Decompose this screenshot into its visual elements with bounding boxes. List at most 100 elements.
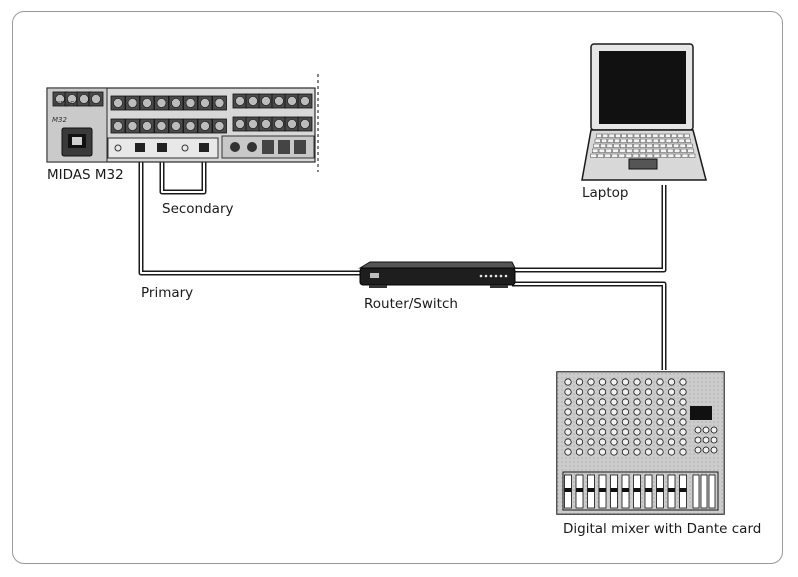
laptop-key (646, 133, 652, 138)
laptop-key (632, 153, 640, 158)
mixer-knob (644, 428, 653, 436)
mixer-knob (598, 428, 607, 436)
mixer-knob (667, 448, 676, 456)
laptop-key (665, 133, 671, 138)
xlr-input-row-top (52, 91, 227, 111)
mixer-knob (644, 388, 653, 396)
mixer-knob (667, 428, 676, 436)
mixer-knob (564, 378, 572, 386)
console-device: MIDAS M32 (46, 74, 319, 172)
router-led (479, 274, 483, 278)
laptop-key (633, 143, 640, 148)
mixer-knob (610, 418, 618, 426)
mixer-knob (598, 438, 607, 446)
laptop-key (607, 138, 614, 143)
console-model-text: M32 (52, 116, 67, 124)
laptop-key (613, 143, 620, 148)
mixer-knob (667, 388, 676, 396)
laptop-key (666, 143, 673, 148)
laptop-key (671, 133, 678, 138)
laptop-key (652, 138, 659, 143)
mixer-knob (587, 398, 595, 406)
mixer-knob (656, 378, 664, 386)
mixer-knob (679, 438, 687, 446)
laptop-key (592, 148, 599, 153)
laptop-key (667, 148, 674, 153)
label-mixer: Digital mixer with Dante card (563, 521, 762, 537)
mixer-master-fader (700, 474, 708, 509)
mixer-master-knob (694, 436, 702, 444)
laptop-key (639, 148, 647, 153)
mixer-knob (575, 418, 584, 426)
laptop-key (632, 148, 640, 153)
mixer-knob (564, 398, 572, 406)
laptop-key (600, 143, 607, 148)
router-led (504, 274, 508, 278)
console-brand-text: MIDAS (52, 100, 75, 108)
mixer-knob (564, 448, 572, 456)
laptop-key (678, 138, 685, 143)
laptop-key (619, 143, 626, 148)
mixer-knob (621, 398, 630, 406)
laptop-key (639, 143, 646, 148)
laptop-key (653, 143, 660, 148)
mixer-knob (644, 438, 653, 446)
laptop-key (652, 133, 659, 138)
laptop-key (646, 143, 653, 148)
mixer-knob (564, 428, 572, 436)
mixer-knob (575, 438, 584, 446)
laptop-key (687, 148, 694, 153)
laptop-key (614, 138, 621, 143)
label-console: MIDAS M32 (47, 167, 124, 183)
mixer-knob (633, 378, 641, 386)
laptop-key (612, 148, 619, 153)
mixer-knob (679, 378, 687, 386)
laptop-key (633, 133, 640, 138)
mixer-knob (633, 418, 641, 426)
mixer-channel-strips (564, 378, 718, 509)
mixer-knob (679, 418, 687, 426)
mixer-knob (587, 418, 595, 426)
mixer-knob (644, 378, 653, 386)
mixer-knob (656, 388, 664, 396)
mixer-knob (679, 388, 687, 396)
mixer-knob (575, 378, 584, 386)
mixer-knob (633, 408, 641, 416)
mixer-master-knob (702, 446, 710, 454)
mixer-knob (587, 378, 595, 386)
laptop-key (685, 138, 692, 143)
laptop-key (683, 133, 690, 138)
router-device (358, 261, 516, 288)
laptop-key (677, 133, 684, 138)
laptop-key (626, 148, 633, 153)
router-led (499, 274, 503, 278)
mixer-knob (575, 408, 584, 416)
mixer-knob (656, 438, 664, 446)
laptop-key (646, 153, 654, 158)
mixer-master-knob (702, 436, 710, 444)
laptop-key (681, 153, 689, 158)
laptop-key (620, 138, 627, 143)
mixer-knob (667, 418, 676, 426)
mixer-knob (644, 408, 653, 416)
laptop-key (653, 153, 661, 158)
mixer-knob (633, 448, 641, 456)
laptop-key (653, 148, 660, 153)
laptop-key (615, 133, 621, 138)
laptop-key (660, 148, 667, 153)
router-led-row (479, 274, 508, 278)
mixer-knob (621, 418, 630, 426)
mixer-knob (564, 438, 572, 446)
diagram-frame (12, 11, 783, 564)
router-led (489, 274, 493, 278)
mixer-knob (633, 388, 641, 396)
mixer-master-knob (710, 446, 718, 454)
laptop-key (680, 148, 687, 153)
xlr-output-block (232, 93, 313, 132)
laptop-key (633, 138, 640, 143)
router-led (494, 274, 498, 278)
mixer-knob (587, 408, 595, 416)
laptop-key (593, 143, 600, 148)
laptop-key (658, 133, 665, 138)
mixer-knob (564, 418, 572, 426)
